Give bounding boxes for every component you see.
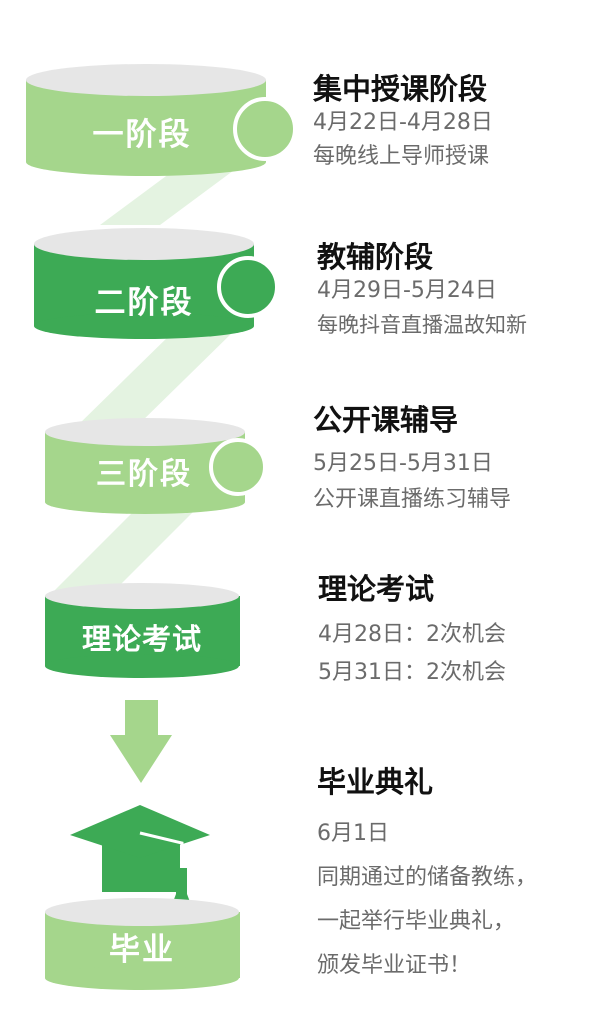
stage-2-date: 4月29日-5月24日 xyxy=(317,278,497,303)
stage-1-desc: 每晚线上导师授课 xyxy=(313,144,490,169)
exam-info: 理论考试 4月28日：2次机会 5月31日：2次机会 xyxy=(318,572,506,690)
stage-2-title: 教辅阶段 xyxy=(317,240,434,274)
stage-2-label: 二阶段 xyxy=(94,285,194,321)
graduation-label: 毕业 xyxy=(109,932,175,968)
stage-1-node-circle xyxy=(233,97,297,161)
stage-1-cylinder xyxy=(26,64,266,176)
stage-1-info: 集中授课阶段 4月22日-4月28日 每晚线上导师授课 xyxy=(313,72,493,174)
graduation-line-2: 一起举行毕业典礼， xyxy=(317,909,516,934)
stage-3-date: 5月25日-5月31日 xyxy=(313,451,493,476)
stage-3-info: 公开课辅导 5月25日-5月31日 公开课直播练习辅导 xyxy=(313,403,511,517)
graduation-date: 6月1日 xyxy=(317,821,389,846)
stage-3-title: 公开课辅导 xyxy=(313,403,459,437)
stage-3-desc: 公开课直播练习辅导 xyxy=(313,487,512,512)
stage-1-date: 4月22日-4月28日 xyxy=(313,110,493,135)
exam-line-2: 5月31日：2次机会 xyxy=(318,660,506,685)
exam-label: 理论考试 xyxy=(81,622,202,656)
stage-1-title: 集中授课阶段 xyxy=(313,72,488,106)
exam-cylinder xyxy=(45,583,240,678)
stage-3-label: 三阶段 xyxy=(96,457,192,492)
graduation-cylinder xyxy=(45,898,240,990)
stage-2-info: 教辅阶段 4月29日-5月24日 每晚抖音直播温故知新 xyxy=(317,240,527,342)
connector-band-3 xyxy=(50,500,205,595)
down-arrow-icon xyxy=(110,700,172,783)
connector-band-1 xyxy=(100,162,245,225)
exam-title: 理论考试 xyxy=(318,572,435,606)
stage-2-desc: 每晚抖音直播温故知新 xyxy=(317,313,527,337)
graduation-title: 毕业典礼 xyxy=(317,765,434,799)
exam-line-1: 4月28日：2次机会 xyxy=(318,622,506,647)
graduation-line-1: 同期通过的储备教练， xyxy=(317,865,538,890)
stage-1-label: 一阶段 xyxy=(92,117,192,153)
stage-3-node-circle xyxy=(209,438,267,496)
graduation-cap-icon xyxy=(70,805,210,902)
connector-band-2 xyxy=(75,330,235,428)
stage-2-node-circle xyxy=(217,256,279,318)
graduation-info: 毕业典礼 6月1日 同期通过的储备教练， 一起举行毕业典礼， 颁发毕业证书！ xyxy=(317,765,537,983)
graduation-line-3: 颁发毕业证书！ xyxy=(317,953,472,978)
